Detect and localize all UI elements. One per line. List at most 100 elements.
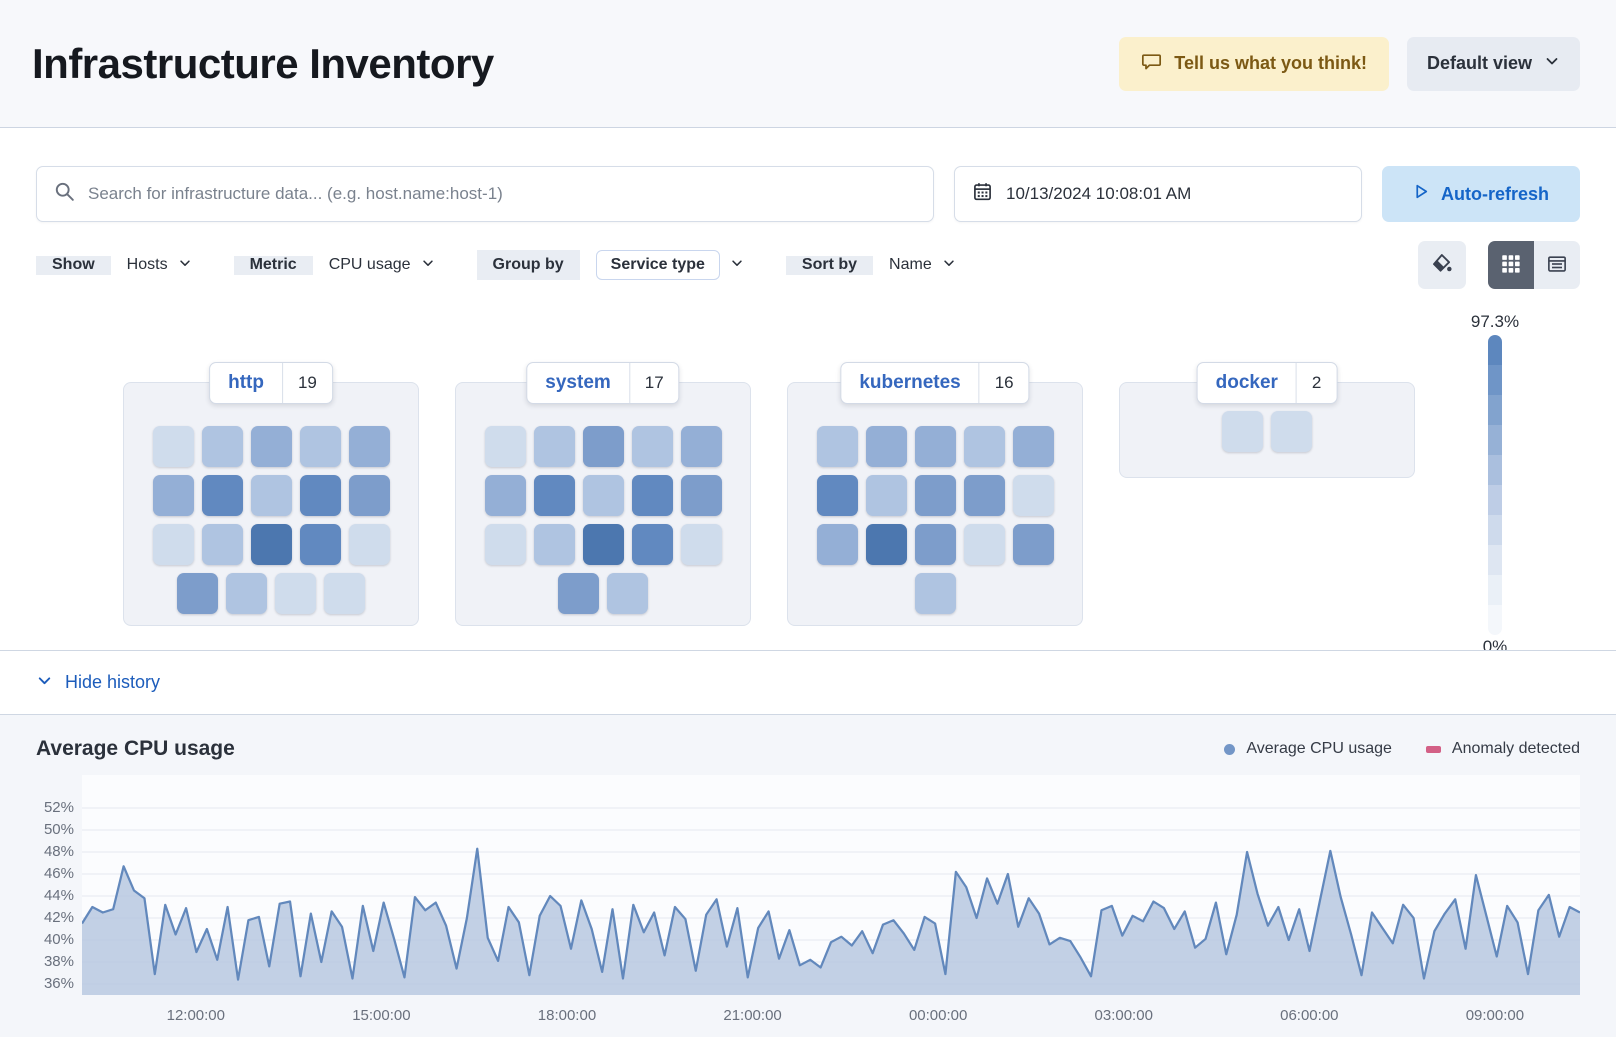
show-dropdown[interactable]: Hosts (110, 255, 208, 275)
sort-by-dropdown[interactable]: Name (873, 255, 972, 275)
host-node[interactable] (348, 524, 390, 565)
default-view-label: Default view (1426, 53, 1532, 73)
host-node[interactable] (914, 573, 956, 614)
scale-step (1488, 365, 1502, 395)
host-node[interactable] (1012, 524, 1054, 565)
host-node[interactable] (299, 475, 341, 516)
main-content: 10/13/2024 10:08:01 AM Auto-refresh Show… (0, 166, 1616, 650)
group-count: 16 (994, 373, 1014, 392)
host-node[interactable] (250, 426, 292, 467)
legend-label: Anomaly detected (1451, 740, 1580, 757)
host-node[interactable] (631, 524, 673, 565)
map-view-toggle[interactable] (1488, 241, 1534, 289)
host-node[interactable] (484, 475, 526, 516)
host-node[interactable] (914, 426, 956, 467)
metric-control: Metric CPU usage (233, 255, 451, 275)
group-name-link[interactable]: kubernetes (859, 372, 961, 393)
host-node[interactable] (250, 524, 292, 565)
history-toggle-bar: Hide history (0, 650, 1616, 715)
host-node[interactable] (963, 426, 1005, 467)
color-scale-legend: 97.3% 0% (1450, 312, 1540, 650)
host-node[interactable] (558, 573, 599, 614)
chevron-down-icon (730, 256, 744, 275)
group-by-dropdown[interactable]: Service type (579, 250, 760, 280)
host-node[interactable] (914, 524, 956, 565)
y-axis-tick: 36% (43, 975, 74, 992)
host-node[interactable] (582, 426, 624, 467)
host-node[interactable] (152, 426, 194, 467)
host-node[interactable] (299, 524, 341, 565)
host-node[interactable] (631, 475, 673, 516)
host-node[interactable] (250, 475, 292, 516)
hide-history-link[interactable]: Hide history (36, 672, 160, 694)
group-by-value[interactable]: Service type (595, 250, 720, 280)
x-axis-tick: 09:00:00 (1465, 1007, 1525, 1024)
metric-value: CPU usage (328, 256, 411, 273)
host-node[interactable] (1012, 426, 1054, 467)
host-node[interactable] (348, 426, 390, 467)
y-axis-tick: 48% (43, 843, 74, 860)
legend-label: Average CPU usage (1246, 740, 1392, 757)
host-node[interactable] (348, 475, 390, 516)
host-node[interactable] (865, 524, 907, 565)
host-node[interactable] (963, 475, 1005, 516)
host-node[interactable] (914, 475, 956, 516)
search-icon (55, 182, 74, 206)
legend-item[interactable]: Anomaly detected (1425, 740, 1580, 758)
host-node[interactable] (152, 524, 194, 565)
host-node[interactable] (816, 524, 858, 565)
host-node[interactable] (816, 426, 858, 467)
host-node[interactable] (484, 524, 526, 565)
host-node[interactable] (533, 426, 575, 467)
show-control: Show Hosts (36, 255, 208, 275)
host-node[interactable] (680, 475, 722, 516)
scale-step (1488, 605, 1502, 635)
feedback-button[interactable]: Tell us what you think! (1119, 36, 1389, 91)
host-node[interactable] (177, 573, 218, 614)
scale-step (1488, 335, 1502, 365)
date-time-picker[interactable]: 10/13/2024 10:08:01 AM (954, 166, 1362, 222)
host-node[interactable] (1222, 411, 1263, 452)
group-name-link[interactable]: http (228, 372, 264, 393)
host-node[interactable] (631, 426, 673, 467)
table-view-toggle[interactable] (1534, 241, 1580, 289)
host-node[interactable] (582, 475, 624, 516)
host-node[interactable] (680, 524, 722, 565)
y-axis-tick: 44% (43, 887, 74, 904)
legend-color-options-button[interactable] (1418, 241, 1466, 289)
host-node[interactable] (201, 524, 243, 565)
group-name-link[interactable]: system (545, 372, 611, 393)
host-node[interactable] (533, 524, 575, 565)
host-node[interactable] (1271, 411, 1312, 452)
host-node[interactable] (680, 426, 722, 467)
host-node[interactable] (582, 524, 624, 565)
host-node[interactable] (607, 573, 648, 614)
host-node[interactable] (816, 475, 858, 516)
group-name-link[interactable]: docker (1215, 372, 1278, 393)
search-input[interactable] (88, 184, 915, 204)
default-view-dropdown[interactable]: Default view (1406, 36, 1580, 91)
legend-item[interactable]: Average CPU usage (1224, 740, 1392, 758)
host-node[interactable] (299, 426, 341, 467)
host-node[interactable] (1012, 475, 1054, 516)
auto-refresh-button[interactable]: Auto-refresh (1382, 166, 1580, 222)
host-node[interactable] (865, 426, 907, 467)
host-node[interactable] (201, 475, 243, 516)
host-node[interactable] (201, 426, 243, 467)
host-node[interactable] (226, 573, 267, 614)
host-node[interactable] (963, 524, 1005, 565)
waffle-row (788, 573, 1082, 614)
app-header: Infrastructure Inventory Tell us what yo… (0, 0, 1616, 128)
host-node[interactable] (152, 475, 194, 516)
host-node[interactable] (533, 475, 575, 516)
host-node[interactable] (275, 573, 316, 614)
host-node[interactable] (324, 573, 365, 614)
host-node[interactable] (865, 475, 907, 516)
waffle-row (788, 426, 1082, 467)
metric-dropdown[interactable]: CPU usage (312, 255, 451, 275)
sort-by-value: Name (889, 256, 932, 273)
host-node[interactable] (484, 426, 526, 467)
